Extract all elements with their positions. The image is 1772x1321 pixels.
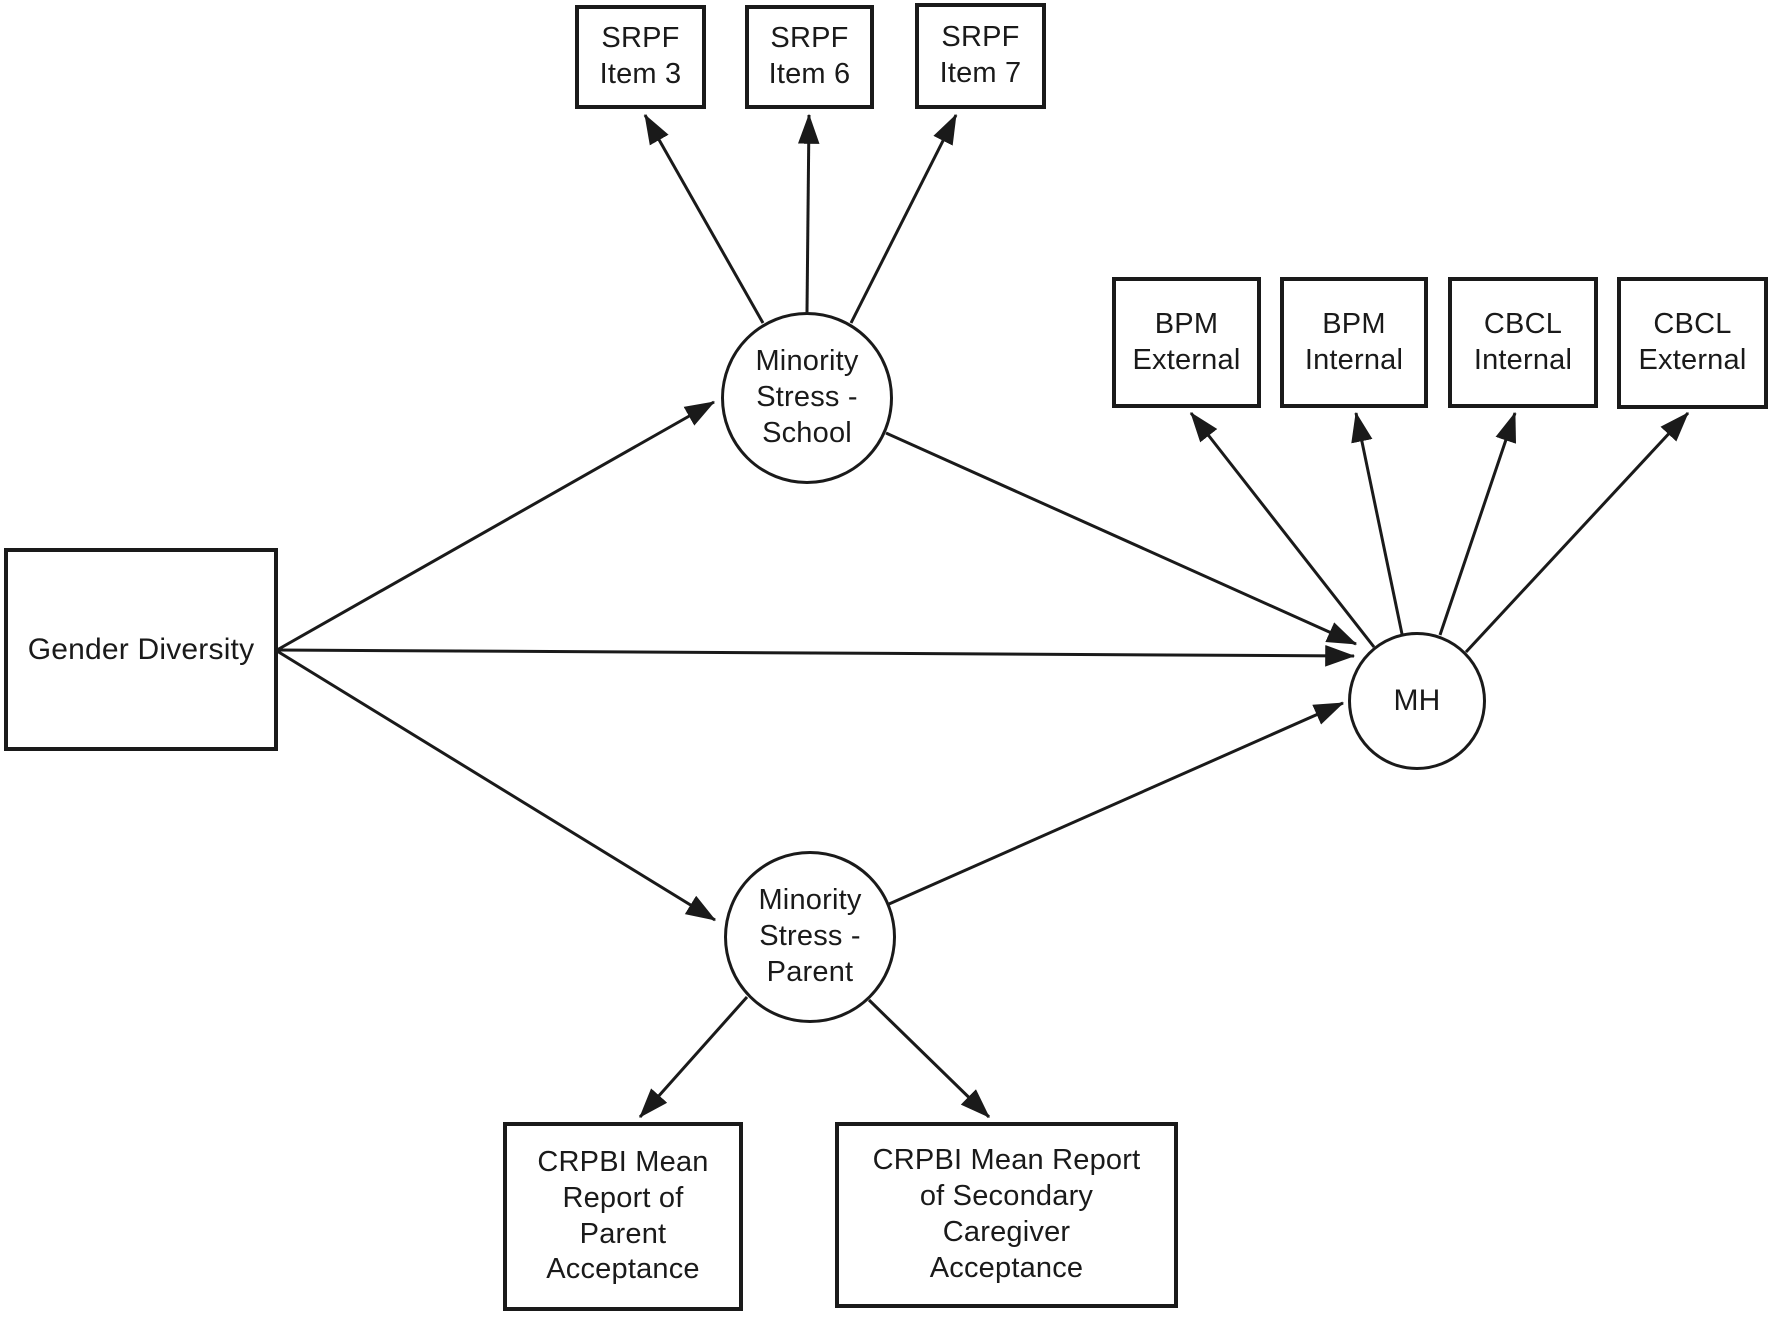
edge-ms_school-srpf_item_7 [849, 113, 958, 324]
edge-gd-ms_school [276, 400, 716, 652]
edge-ms_parent-crpbi_parent [638, 996, 749, 1118]
edge-ms_parent-mh [888, 701, 1345, 906]
node-bpm-internal: BPM Internal [1280, 277, 1428, 408]
edge-mh-bpm_internal [1351, 411, 1404, 635]
edge-ms_school-srpf_item_6 [797, 113, 820, 313]
node-srpf-item-7: SRPF Item 7 [915, 3, 1046, 109]
edge-ms_parent-crpbi_secondary [867, 998, 991, 1119]
node-crpbi-parent-acceptance: CRPBI Mean Report of Parent Acceptance [503, 1122, 743, 1311]
node-bpm-external: BPM External [1112, 277, 1261, 408]
node-srpf-item-3: SRPF Item 3 [575, 5, 706, 109]
edge-gd-mh [276, 645, 1356, 667]
edge-gd-ms_parent [276, 649, 717, 922]
node-cbcl-internal: CBCL Internal [1448, 277, 1598, 408]
edge-ms_school-mh [885, 431, 1358, 646]
edge-mh-cbcl_external [1464, 411, 1690, 654]
node-crpbi-secondary-caregiver-acceptance: CRPBI Mean Report of Secondary Caregiver… [835, 1122, 1178, 1308]
node-minority-stress-school: Minority Stress - School [721, 312, 893, 484]
edge-mh-cbcl_internal [1438, 411, 1517, 636]
node-cbcl-external: CBCL External [1617, 277, 1768, 409]
node-srpf-item-6: SRPF Item 6 [745, 5, 874, 109]
edge-ms_school-srpf_item_3 [643, 113, 765, 324]
edge-mh-bpm_external [1189, 412, 1376, 648]
node-gender-diversity: Gender Diversity [4, 548, 278, 751]
node-minority-stress-parent: Minority Stress - Parent [724, 851, 896, 1023]
node-mh: MH [1348, 632, 1486, 770]
